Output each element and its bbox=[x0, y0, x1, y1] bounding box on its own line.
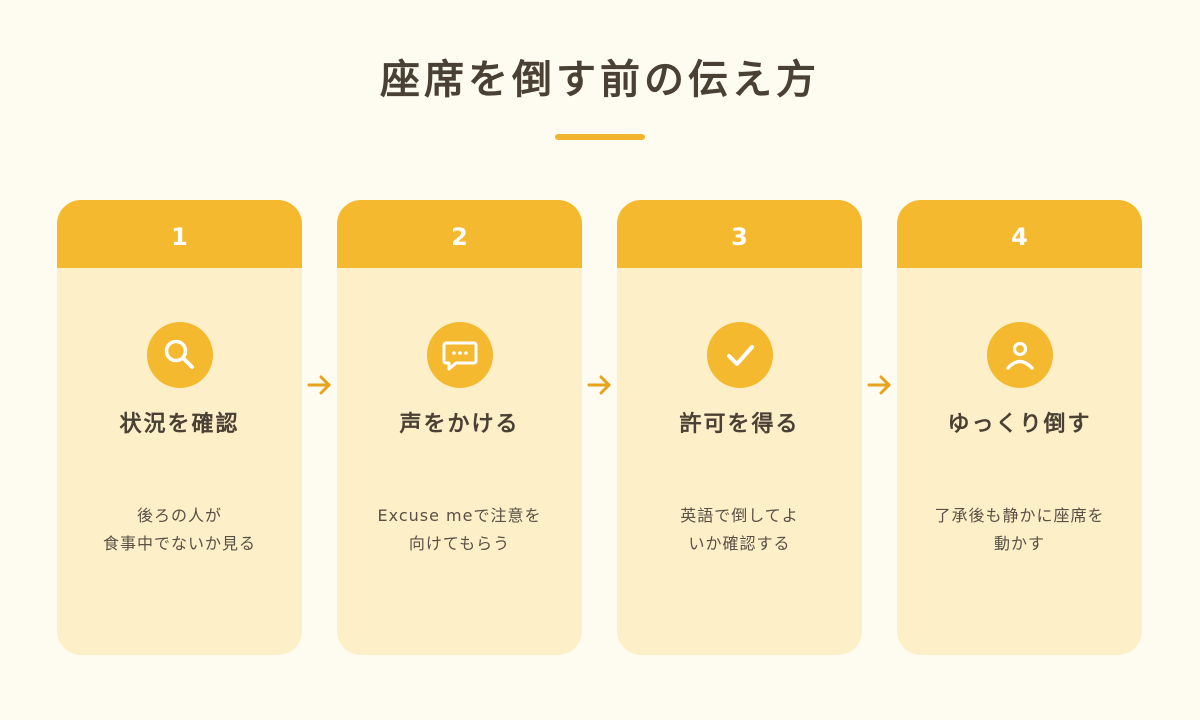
step-description-line: 英語で倒してよ bbox=[680, 506, 799, 525]
title-underline bbox=[555, 134, 645, 140]
step-card-1: 1 状況を確認 後ろの人が 食事中でないか見る bbox=[57, 200, 302, 655]
arrow-right-icon bbox=[587, 375, 611, 395]
step-description-line: 動かす bbox=[993, 534, 1045, 553]
checkmark-icon bbox=[707, 322, 773, 388]
step-card-header bbox=[897, 200, 1142, 268]
step-title: 許可を得る bbox=[679, 412, 800, 437]
speech-bubble-icon bbox=[427, 322, 493, 388]
step-description-line: 了承後も静かに座席を bbox=[934, 506, 1105, 525]
step-description: 英語で倒してよ いか確認する bbox=[617, 502, 862, 558]
step-description-line: 後ろの人が bbox=[136, 506, 222, 525]
step-number: 2 bbox=[451, 223, 468, 251]
step-description-line: Excuse meで注意を bbox=[377, 506, 542, 525]
step-number: 3 bbox=[731, 223, 748, 251]
magnifier-icon bbox=[147, 322, 213, 388]
person-icon bbox=[987, 322, 1053, 388]
step-card-3: 3 許可を得る 英語で倒してよ いか確認する bbox=[617, 200, 862, 655]
step-description: 後ろの人が 食事中でないか見る bbox=[57, 502, 302, 558]
step-card-header bbox=[617, 200, 862, 268]
step-description-line: いか確認する bbox=[688, 534, 791, 553]
step-number: 4 bbox=[1011, 223, 1028, 251]
step-card-header bbox=[57, 200, 302, 268]
step-title: 声をかける bbox=[399, 412, 520, 437]
step-card-4: 4 ゆっくり倒す 了承後も静かに座席を 動かす bbox=[897, 200, 1142, 655]
step-card-header bbox=[337, 200, 582, 268]
arrow-right-icon bbox=[867, 375, 891, 395]
step-description-line: 食事中でないか見る bbox=[102, 534, 256, 553]
step-title: 状況を確認 bbox=[119, 412, 240, 437]
arrow-right-icon bbox=[307, 375, 331, 395]
step-description-line: 向けてもらう bbox=[408, 534, 511, 553]
step-description: Excuse meで注意を 向けてもらう bbox=[337, 502, 582, 558]
step-card-2: 2 声をかける Excuse meで注意を 向けてもらう bbox=[337, 200, 582, 655]
step-title: ゆっくり倒す bbox=[947, 412, 1092, 437]
step-number: 1 bbox=[171, 223, 188, 251]
step-description: 了承後も静かに座席を 動かす bbox=[897, 502, 1142, 558]
page-title: 座席を倒す前の伝え方 bbox=[380, 57, 820, 103]
